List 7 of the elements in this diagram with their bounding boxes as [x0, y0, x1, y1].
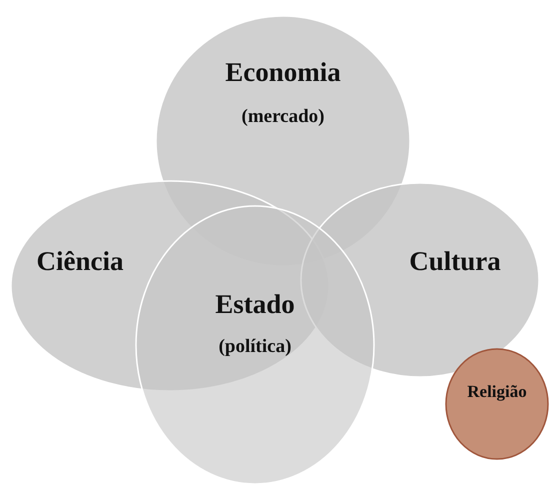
circle-label: Estado — [215, 288, 295, 320]
circle-sublabel: (política) — [218, 336, 292, 358]
circle-label: Economia — [225, 56, 341, 88]
circle-label: Religião — [467, 382, 527, 402]
circle-label: Ciência — [36, 246, 124, 277]
circle-sublabel: (mercado) — [242, 106, 324, 128]
circle-label: Cultura — [409, 246, 501, 277]
